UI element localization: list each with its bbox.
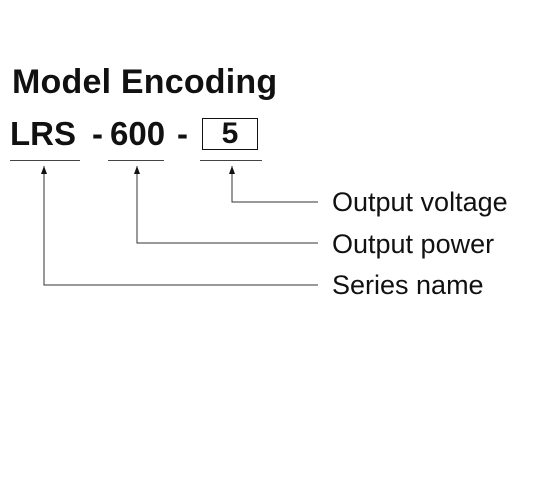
power-code: 600 xyxy=(110,115,166,152)
output-power-label: Output power xyxy=(332,229,495,259)
voltage-code: 5 xyxy=(221,117,239,150)
output-voltage-label: Output voltage xyxy=(332,187,508,217)
series-name-label: Series name xyxy=(332,270,484,300)
separator-1: - xyxy=(92,115,103,152)
voltage-connector xyxy=(229,166,318,203)
series-connector xyxy=(41,166,318,286)
power-underline xyxy=(108,160,164,161)
series-code: LRS xyxy=(10,115,76,152)
series-underline xyxy=(10,160,80,161)
diagram-title: Model Encoding xyxy=(12,63,278,101)
power-connector xyxy=(134,166,318,244)
separator-2: - xyxy=(177,115,188,152)
voltage-underline xyxy=(200,160,262,161)
voltage-code-box: 5 xyxy=(202,117,258,150)
